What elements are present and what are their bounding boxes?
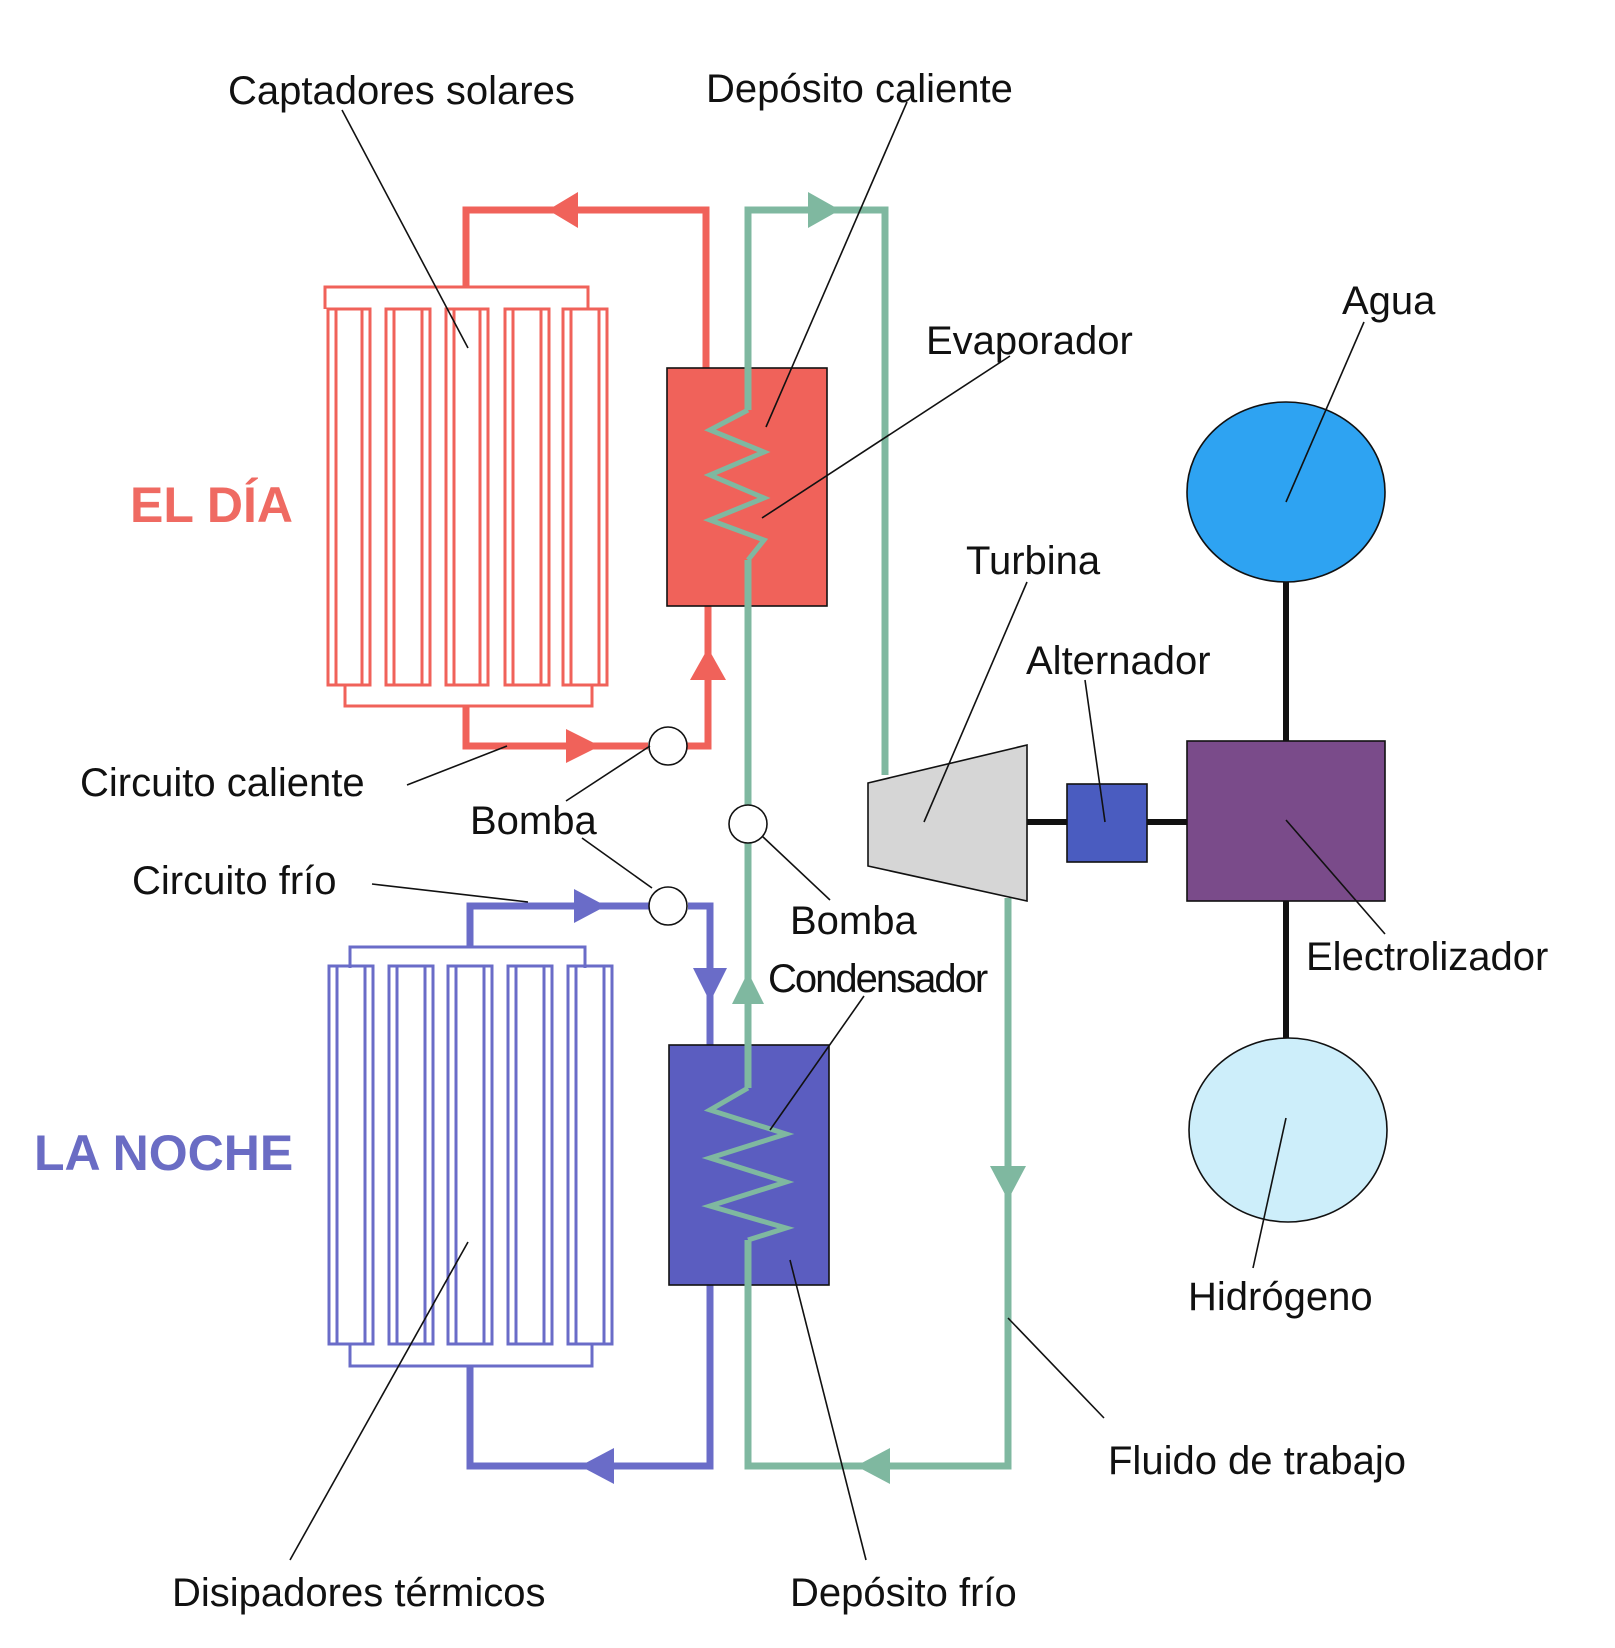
wf-arrow-top [808,192,840,228]
hot-arrow-top [548,192,578,228]
alternator [1066,783,1148,863]
water-tank [1186,401,1386,583]
working-fluid-circuit [701,192,1026,1484]
label-hidrogeno: Hidrógeno [1188,1275,1373,1319]
solar-collectors [323,285,609,708]
label-circuito-frio: Circuito frío [132,859,337,903]
cold-pipe-top [466,902,650,947]
condenser-coil [701,1085,795,1243]
evaporator-coil [703,407,771,562]
cold-circuit [327,889,727,1484]
label-electrolizador: Electrolizador [1306,935,1548,979]
label-bomba-wf: Bomba [790,899,917,943]
label-alternador: Alternador [1026,639,1211,683]
pump-working-fluid [728,804,768,844]
wf-arrow-down [990,1166,1026,1200]
hot-pipe-bottom [462,706,648,750]
label-captadores-solares: Captadores solares [228,69,575,113]
cold-arrow-down [693,968,727,1002]
label-bomba-hot: Bomba [470,799,597,843]
label-la-noche: LA NOCHE [34,1125,293,1181]
wf-arrow-bottom [856,1448,890,1484]
heat-dissipators [327,945,614,1368]
hot-circuit [323,192,726,763]
hot-arrow-up [690,648,726,680]
cold-arrow-top [574,889,606,923]
label-deposito-frio: Depósito frío [790,1571,1017,1615]
label-el-dia: EL DÍA [130,477,293,533]
label-disipadores-termicos: Disipadores térmicos [172,1571,545,1615]
pump-hot [648,726,688,766]
cold-pipe-bottom [466,1285,714,1470]
label-circuito-caliente: Circuito caliente [80,761,365,805]
label-agua: Agua [1342,279,1436,323]
label-evaporador: Evaporador [926,319,1133,363]
hot-pipe-top [462,206,710,368]
hot-arrow-bottom [566,729,600,763]
label-fluido-de-trabajo: Fluido de trabajo [1108,1439,1406,1483]
pump-cold [648,886,688,926]
hydrogen-tank [1188,1037,1388,1223]
wf-arrow-up [732,972,764,1004]
leader-lines [289,101,1386,1561]
label-condensador: Condensador [768,957,988,1001]
cold-arrow-bottom [580,1448,614,1484]
label-deposito-caliente: Depósito caliente [706,67,1013,111]
turbine [867,743,1028,902]
label-turbina: Turbina [966,539,1101,583]
